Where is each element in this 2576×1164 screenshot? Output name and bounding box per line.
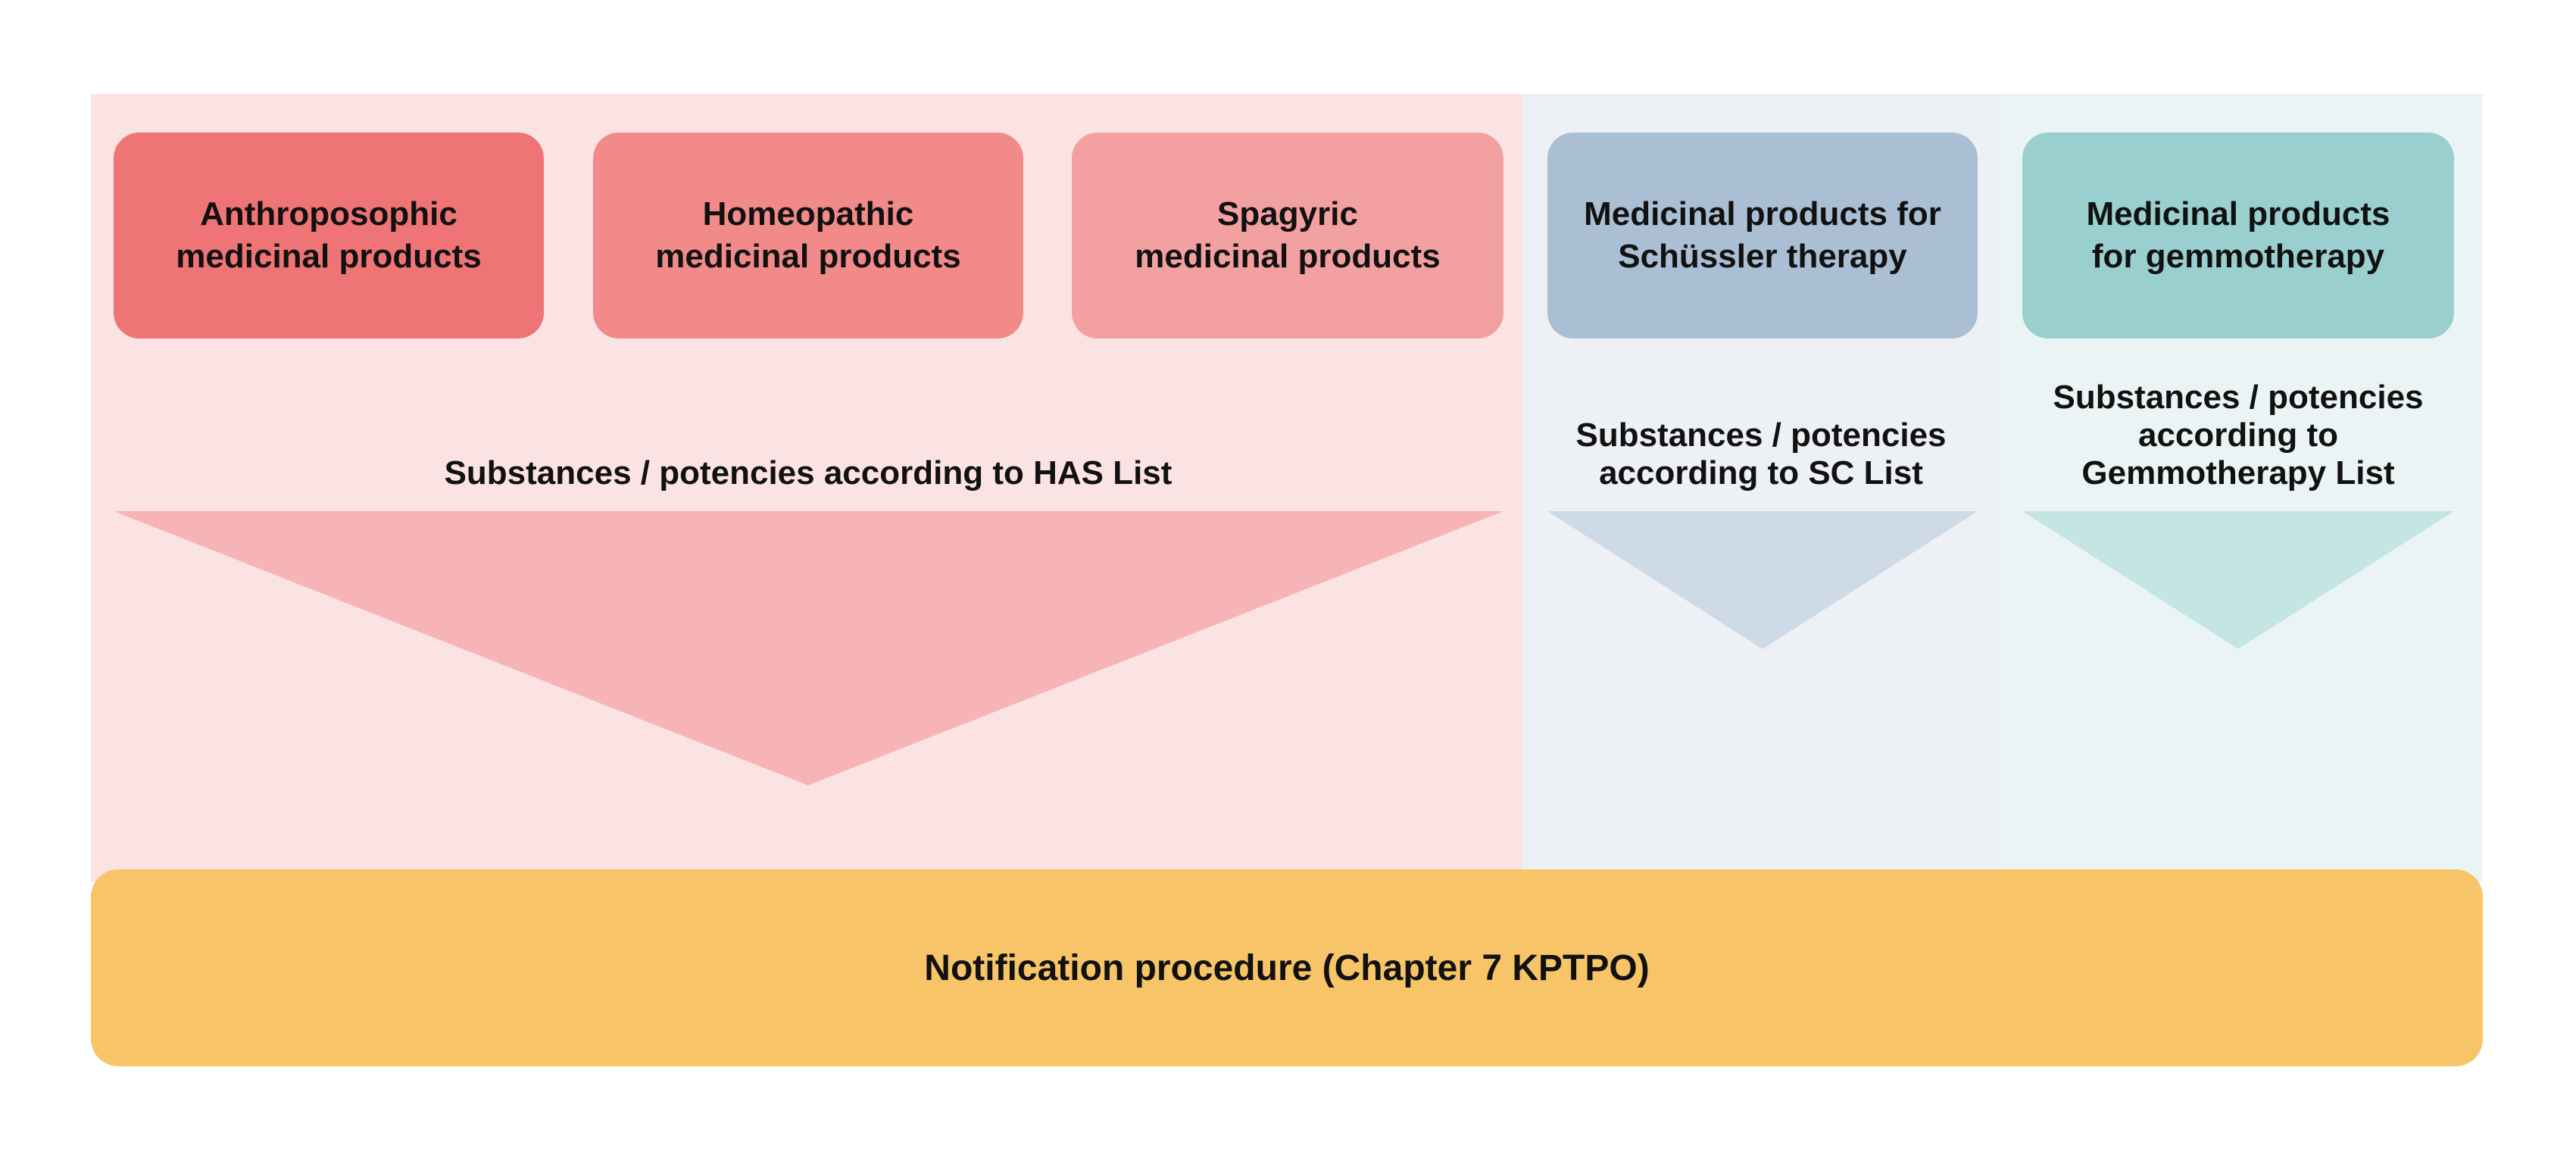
- sc-arrow: [1547, 511, 1978, 649]
- has-arrow: [114, 511, 1503, 785]
- spagyric-box: Spagyric medicinal products: [1072, 133, 1503, 339]
- anthroposophic-box: Anthroposophic medicinal products: [114, 133, 544, 339]
- homeopathic-box: Homeopathic medicinal products: [593, 133, 1023, 339]
- gemmotherapy-list-caption: Substances / potencies according to Gemm…: [2053, 379, 2424, 492]
- has-list-caption: Substances / potencies according to HAS …: [444, 454, 1172, 492]
- gemmotherapy-arrow: [2022, 511, 2454, 649]
- sc-list-caption: Substances / potencies according to SC L…: [1575, 417, 1947, 492]
- gemmotherapy-box: Medicinal products for gemmotherapy: [2022, 133, 2454, 339]
- notification-procedure-bar: Notification procedure (Chapter 7 KPTPO): [91, 869, 2483, 1066]
- schuessler-box: Medicinal products for Schüssler therapy: [1547, 133, 1978, 339]
